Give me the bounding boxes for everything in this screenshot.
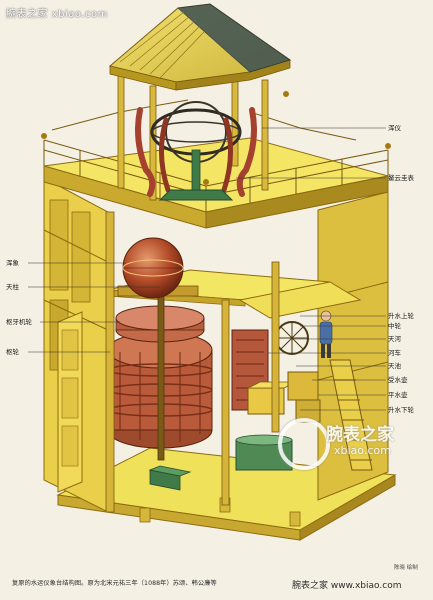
figure-caption: 复原的水运仪象台结构图。原为北宋元祐三年（1088年）苏颂、韩公廉等 — [12, 580, 217, 587]
pavilion-roof — [108, 3, 292, 91]
label-upper-lift-wheel: 升水上轮 — [388, 312, 414, 320]
label-river-cart: 河车 — [388, 349, 401, 357]
ground-tank — [148, 465, 192, 491]
watermark-center: 腕表之家 xbiao.com — [278, 418, 428, 470]
watermark-logo-ring — [278, 418, 330, 470]
label-celestial-globe: 浑象 — [6, 259, 19, 267]
staircase — [329, 359, 373, 471]
illustrator-credit: 陈晓 绘制 — [394, 565, 418, 571]
label-celestial-pillar: 天柱 — [6, 283, 19, 291]
label-lower-lift-wheel: 升水下轮 — [388, 406, 414, 414]
celestial-globe — [117, 237, 199, 299]
label-heaven-pool: 天池 — [388, 362, 401, 370]
label-gear-wheel: 枢牙机轮 — [6, 318, 32, 326]
railing-posts — [41, 91, 391, 185]
label-celestial-river: 天河 — [388, 335, 401, 343]
pillars — [105, 211, 280, 513]
label-level-vessel: 平水壶 — [388, 391, 408, 399]
watermark-center-big: 腕表之家 — [326, 425, 394, 445]
label-middle-wheel: 中轮 — [388, 322, 401, 330]
armillary-sphere — [135, 101, 257, 201]
label-gnomon: 鳌云圭表 — [388, 174, 414, 182]
pavilion-posts — [117, 61, 269, 201]
watermark-top: 腕表之家 xbiao.com — [6, 9, 108, 20]
label-armillary: 浑仪 — [388, 124, 401, 132]
label-pivot-wheel: 枢轮 — [6, 348, 19, 356]
label-receiving-vessel: 受水壶 — [388, 376, 408, 384]
open-door — [57, 311, 83, 493]
watermark-bottom: 腕表之家 www.xbiao.com — [292, 581, 402, 591]
watermark-center-small: xbiao.com — [334, 444, 391, 457]
water-raising-wheel — [275, 321, 309, 355]
leader-lines-right — [236, 127, 386, 411]
leader-lines-left — [28, 262, 160, 353]
